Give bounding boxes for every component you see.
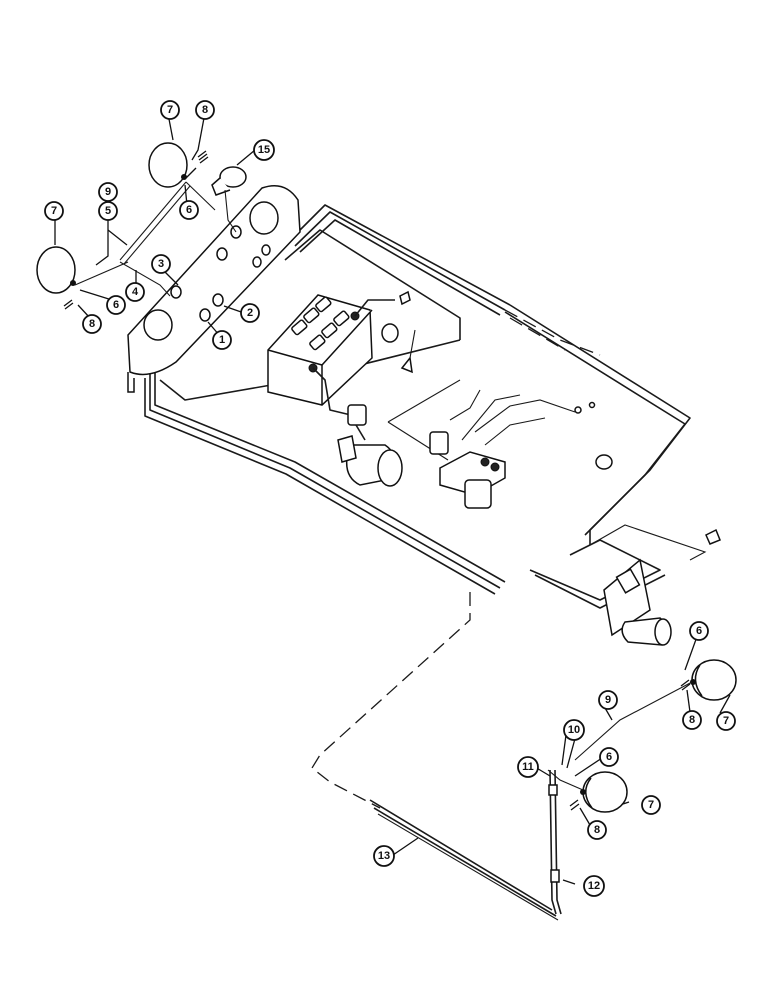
callout-12: 12 [583, 875, 605, 897]
callout-3: 3 [151, 254, 171, 274]
callout-9-rear: 9 [598, 690, 618, 710]
callout-15: 15 [253, 139, 275, 161]
svg-text:6: 6 [113, 299, 119, 311]
callout-8-front-lower: 8 [82, 314, 102, 334]
dashed-extension-harness [311, 309, 601, 809]
instrument-panel [127, 185, 301, 393]
battery [267, 294, 395, 417]
callout-6-rear-upper: 6 [689, 621, 709, 641]
callout-6-front-lower: 6 [106, 295, 126, 315]
ignition-switch [429, 389, 596, 455]
callout-13: 13 [373, 845, 395, 867]
callout-1: 1 [212, 330, 232, 350]
trailer-lead-harness [369, 769, 562, 921]
callouts: 1 2 3 4 5 6 6 6 [44, 100, 736, 897]
svg-text:7: 7 [723, 715, 729, 727]
svg-text:7: 7 [648, 799, 654, 811]
svg-text:15: 15 [258, 144, 270, 156]
svg-text:8: 8 [594, 824, 600, 836]
starter-motor [337, 404, 403, 487]
callout-6-rear-lower: 6 [599, 747, 619, 767]
svg-text:7: 7 [51, 205, 57, 217]
svg-text:10: 10 [568, 724, 580, 736]
callout-7-front-upper: 7 [160, 100, 180, 120]
main-wiring-harness [144, 204, 707, 609]
rear-light-upper [574, 659, 737, 761]
flasher-unit [595, 454, 613, 470]
svg-text:6: 6 [606, 751, 612, 763]
rear-connector [705, 528, 721, 545]
connector-battery-top [381, 290, 416, 374]
callout-8-rear-lower: 8 [587, 820, 607, 840]
horn-assembly [211, 166, 247, 233]
callout-7-rear-upper: 7 [716, 711, 736, 731]
ground-symbols [63, 150, 691, 811]
callout-7-front-lower: 7 [44, 201, 64, 221]
rear-light-lower [547, 769, 628, 813]
front-light-lower [36, 246, 171, 297]
svg-text:4: 4 [132, 286, 139, 298]
svg-text:1: 1 [219, 334, 225, 346]
callout-4: 4 [125, 282, 145, 302]
svg-text:6: 6 [696, 625, 702, 637]
callout-5: 5 [98, 201, 118, 221]
svg-text:3: 3 [158, 258, 164, 270]
svg-text:8: 8 [89, 318, 95, 330]
callout-8-rear-upper: 8 [682, 710, 702, 730]
svg-text:12: 12 [588, 880, 600, 892]
svg-text:6: 6 [186, 204, 192, 216]
callout-2: 2 [240, 303, 260, 323]
callout-9-front: 9 [98, 182, 118, 202]
svg-text:7: 7 [167, 104, 173, 116]
callout-11: 11 [517, 756, 539, 778]
svg-text:8: 8 [202, 104, 208, 116]
svg-text:9: 9 [105, 186, 111, 198]
callout-8-front-upper: 8 [195, 100, 215, 120]
rear-fender-bracket [603, 558, 672, 646]
callout-6-front-upper: 6 [179, 200, 199, 220]
leader-lines [54, 117, 731, 885]
callout-7-rear-lower: 7 [641, 795, 661, 815]
svg-text:13: 13 [378, 850, 390, 862]
voltage-regulator [439, 451, 506, 509]
svg-text:2: 2 [247, 307, 253, 319]
front-light-upper [119, 142, 216, 265]
svg-text:9: 9 [605, 694, 611, 706]
svg-text:5: 5 [105, 205, 111, 217]
callout-10: 10 [563, 719, 585, 741]
svg-text:8: 8 [689, 714, 695, 726]
svg-text:11: 11 [522, 761, 534, 773]
